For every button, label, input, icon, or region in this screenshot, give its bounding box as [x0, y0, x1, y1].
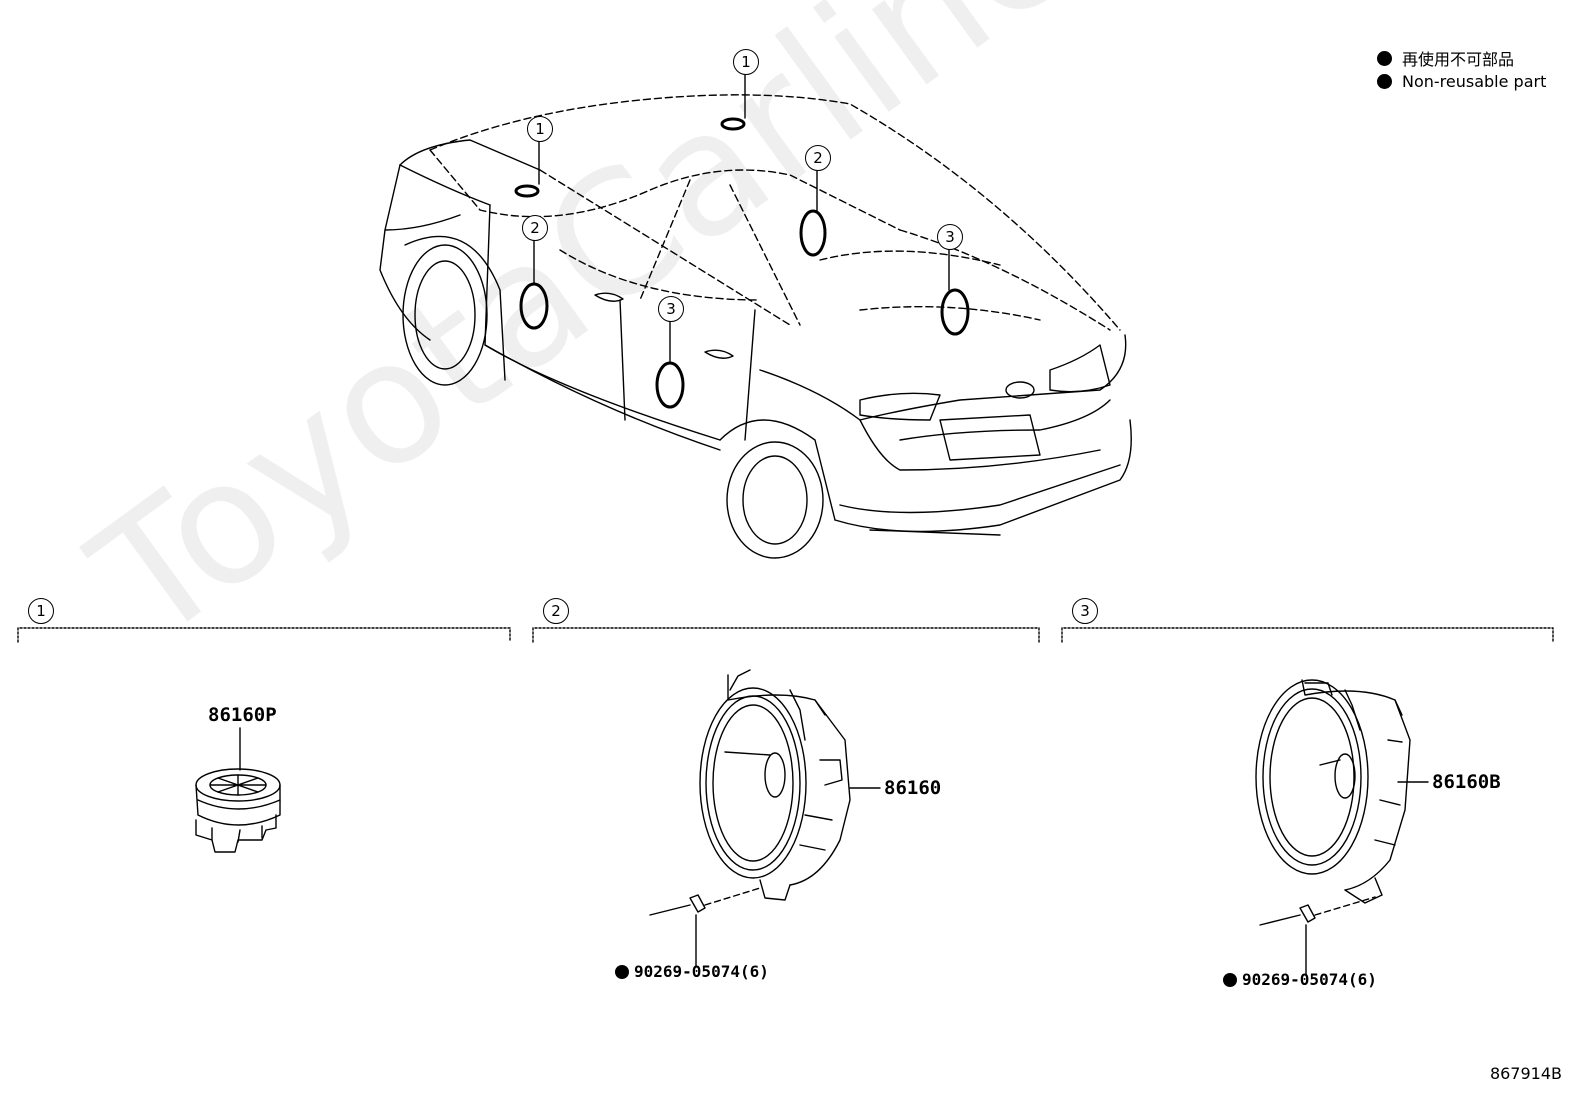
part-label-86160p[interactable]: 86160P	[208, 704, 277, 726]
legend-label-en: Non-reusable part	[1402, 72, 1547, 91]
legend-row-jp: 再使用不可部品	[1377, 46, 1514, 70]
tweeter-drawing	[195, 727, 281, 853]
non-reusable-dot-icon	[1377, 74, 1392, 89]
figure-number: 867914B	[1489, 1064, 1562, 1083]
group-2-number[interactable]: 2	[543, 598, 569, 624]
non-reusable-dot-icon	[615, 964, 629, 979]
car-outline	[379, 94, 1132, 559]
callout-3-right-rear[interactable]: 3	[937, 224, 963, 250]
callout-2-left-door[interactable]: 2	[522, 215, 548, 241]
legend-row-en: Non-reusable part	[1377, 72, 1546, 91]
part-label-86160[interactable]: 86160	[884, 777, 942, 799]
speaker-86160b-drawing	[1255, 679, 1429, 976]
callout-3-left-rear[interactable]: 3	[658, 296, 684, 322]
speaker-86160-drawing	[649, 669, 881, 968]
part-label-screw-group2[interactable]: 90269-05074(6)	[615, 962, 769, 981]
part-label-86160b[interactable]: 86160B	[1432, 771, 1501, 793]
callout-2-right-door[interactable]: 2	[805, 145, 831, 171]
non-reusable-dot-icon	[1223, 972, 1237, 987]
screw-part-number: 90269-05074(6)	[1242, 970, 1377, 989]
callout-1-dash[interactable]: 1	[527, 116, 553, 142]
legend-label-jp: 再使用不可部品	[1402, 50, 1515, 69]
screw-part-number: 90269-05074(6)	[634, 962, 769, 981]
group-1-number[interactable]: 1	[28, 598, 54, 624]
part-label-screw-group3[interactable]: 90269-05074(6)	[1223, 970, 1377, 989]
group-3-number[interactable]: 3	[1072, 598, 1098, 624]
non-reusable-dot-icon	[1377, 50, 1392, 66]
callout-1-roof[interactable]: 1	[733, 49, 759, 75]
